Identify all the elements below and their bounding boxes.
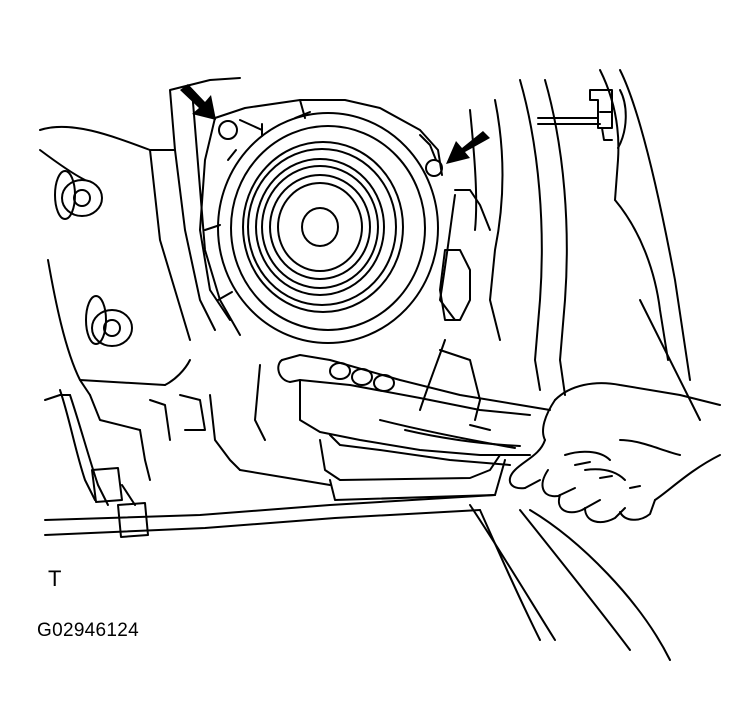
view-letter: T <box>48 566 62 591</box>
arrow-upper-right <box>446 131 490 164</box>
door-panel <box>40 70 700 660</box>
hand <box>510 383 720 522</box>
speaker-cone <box>218 113 438 343</box>
arrow-upper-left <box>180 84 216 120</box>
drill-tool <box>278 355 550 465</box>
mount-bosses <box>55 171 132 346</box>
pointer-arrows <box>180 84 490 164</box>
wire-harness <box>45 390 148 537</box>
rod-clip <box>538 90 626 148</box>
figure-code: G02946124 <box>37 620 140 641</box>
